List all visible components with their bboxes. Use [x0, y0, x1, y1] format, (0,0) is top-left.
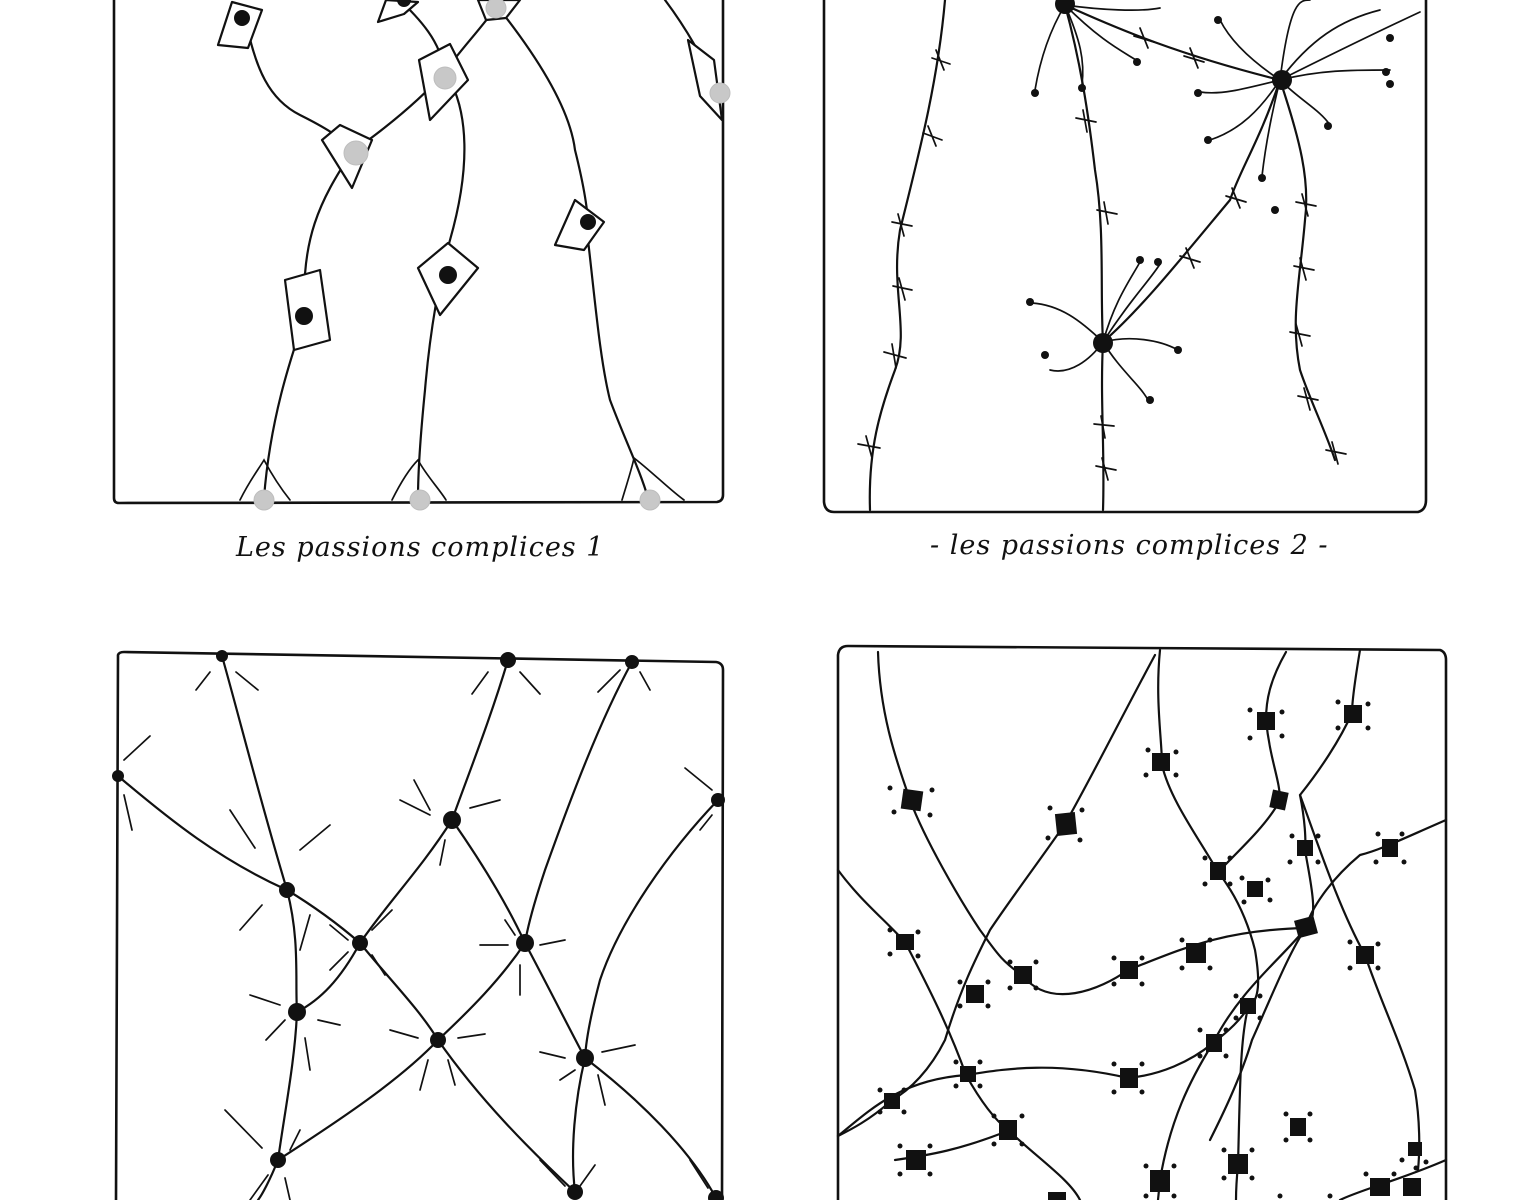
caption-panel-2: - les passions complices 2 - — [930, 530, 1329, 561]
panel-3-frame — [114, 650, 725, 1200]
panel-2-frame — [822, 0, 1428, 514]
panel-2-drawing — [822, 0, 1428, 514]
panel-1-frame — [112, 0, 725, 505]
caption-panel-1: Les passions complices 1 — [236, 532, 605, 563]
panel-4-drawing — [836, 644, 1448, 1200]
panel-4-frame — [836, 644, 1448, 1200]
panel-1-drawing — [112, 0, 731, 511]
panel-3-drawing — [112, 650, 725, 1200]
